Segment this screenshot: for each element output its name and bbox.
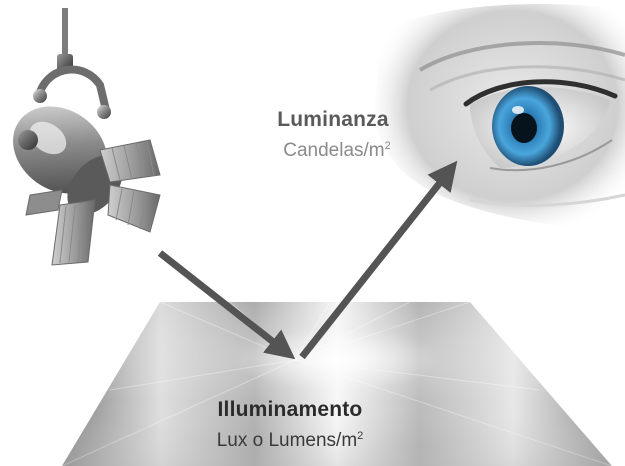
illuminance-unit-base: Lux o Lumens/m [216,430,358,451]
luminance-unit-exp: 2 [384,140,391,152]
luminance-unit-base: Candelas/m [283,140,385,161]
illuminance-unit: Lux o Lumens/m2 [170,430,410,452]
reflected-arrow [299,160,458,360]
illuminance-unit-exp: 2 [357,430,364,442]
luminance-title: Luminanza [277,108,389,131]
spotlight-icon [13,8,161,266]
illuminance-title: Illuminamento [217,398,363,421]
incident-arrow [157,250,296,360]
eye-icon [375,4,625,230]
luminance-unit: Candelas/m2 [262,140,412,162]
reflective-surface [61,301,613,466]
